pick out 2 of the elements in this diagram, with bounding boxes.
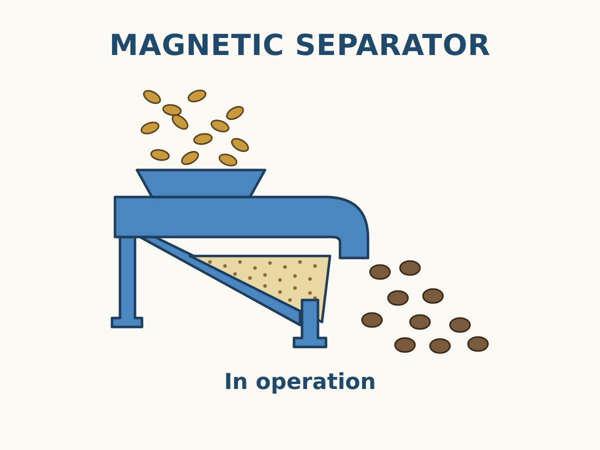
diagram-caption: In operation (224, 370, 376, 395)
diagram-title: MAGNETIC SEPARATOR (109, 28, 491, 62)
